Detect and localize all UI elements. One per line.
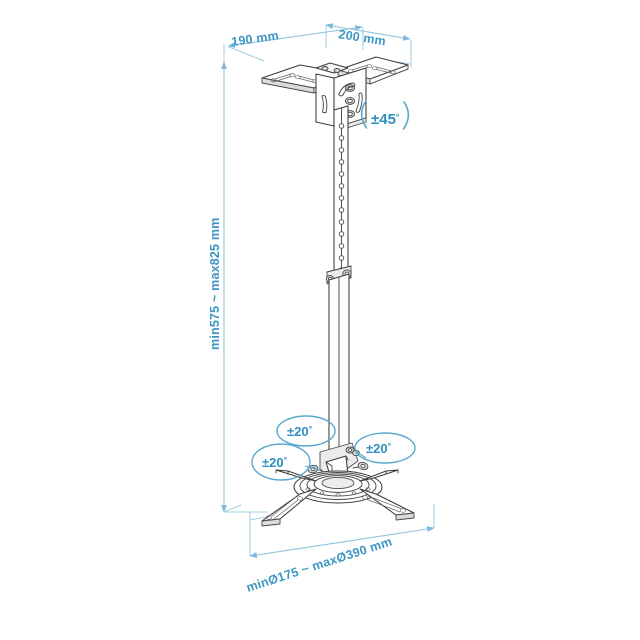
angle-label-tilt-45: ±45° bbox=[371, 111, 400, 128]
degree-symbol-tilt: ° bbox=[396, 112, 400, 122]
degree-symbol-left: ° bbox=[284, 455, 288, 465]
dim-plate-width bbox=[325, 23, 412, 68]
dim-label-plate-depth: 190 mm bbox=[230, 28, 279, 49]
product-illustration bbox=[261, 56, 415, 527]
dimension-lines-group bbox=[221, 23, 435, 558]
angle-label-tilt-45-value: ±45 bbox=[371, 111, 396, 128]
lower-tube bbox=[328, 273, 350, 459]
angle-tilt-45 bbox=[360, 100, 410, 130]
angle-label-rotate-top: ±20° bbox=[287, 424, 313, 439]
mounting-arms bbox=[261, 469, 415, 527]
dim-label-plate-width: 200 mm bbox=[338, 27, 387, 48]
rotation-hub bbox=[293, 470, 383, 504]
angle-rotate-right bbox=[354, 432, 416, 464]
angle-label-rotate-left: ±20° bbox=[262, 455, 288, 470]
angle-rotate-top bbox=[276, 415, 336, 447]
angle-label-rotate-top-value: ±20 bbox=[287, 424, 309, 439]
tilt-head bbox=[307, 442, 369, 491]
angle-label-rotate-left-value: ±20 bbox=[262, 455, 284, 470]
angle-label-rotate-right: ±20° bbox=[366, 441, 392, 456]
dim-label-mount-span: minØ175 ~ maxØ390 mm bbox=[245, 534, 394, 594]
angle-label-rotate-right-value: ±20 bbox=[366, 441, 388, 456]
dim-height-range bbox=[221, 61, 268, 513]
dim-label-height-range: min575 ~ max825 mm bbox=[208, 217, 222, 350]
degree-symbol-right: ° bbox=[388, 441, 392, 451]
upper-tube bbox=[333, 105, 349, 277]
degree-symbol-top: ° bbox=[309, 424, 313, 434]
angle-annotations bbox=[251, 100, 416, 481]
angle-rotate-left bbox=[251, 443, 321, 481]
